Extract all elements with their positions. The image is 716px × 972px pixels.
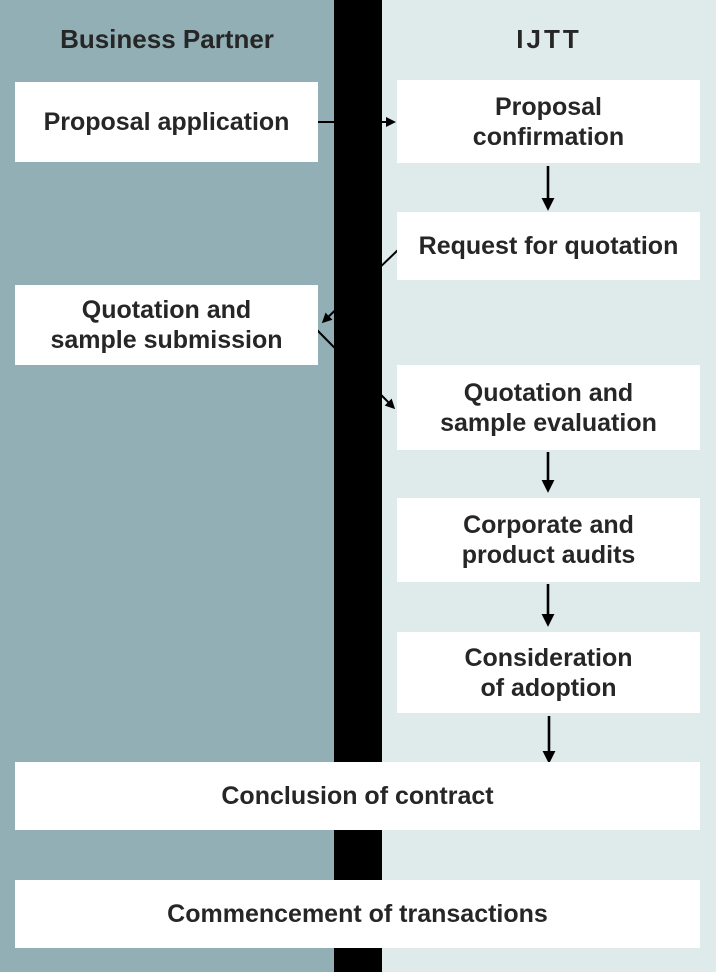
flow-box-label: product audits bbox=[461, 541, 636, 569]
flow-box-label: Consideration bbox=[464, 643, 633, 672]
flow-box-request-for-quotation: Request for quotation bbox=[397, 212, 700, 280]
flow-box-label: of adoption bbox=[480, 673, 617, 702]
flow-box-label: confirmation bbox=[472, 122, 625, 151]
flow-box-label: Quotation and bbox=[463, 378, 634, 407]
flow-box-label: sample submission bbox=[50, 326, 283, 354]
flow-box-quotation-sample-evaluation: Quotation and sample evaluation bbox=[397, 365, 700, 450]
flow-box-commencement-of-transactions: Commencement of transactions bbox=[15, 880, 700, 948]
lane-header-business-partner: Business Partner bbox=[60, 23, 274, 54]
flow-box-conclusion-of-contract: Conclusion of contract bbox=[15, 762, 700, 830]
flow-box-label: Corporate and bbox=[463, 511, 634, 539]
flow-box-label: Conclusion of contract bbox=[221, 782, 494, 810]
flow-box-label: Commencement of transactions bbox=[167, 900, 548, 928]
flow-box-label: Request for quotation bbox=[418, 232, 679, 260]
flow-box-proposal-application: Proposal application bbox=[15, 82, 318, 162]
flow-box-quotation-sample-submission: Quotation and sample submission bbox=[15, 285, 318, 365]
lane-header-ijtt: IJTT bbox=[516, 23, 582, 54]
flow-box-label: Proposal application bbox=[43, 108, 290, 136]
flow-box-label: sample evaluation bbox=[440, 408, 657, 437]
flow-box-label: Quotation and bbox=[81, 296, 252, 324]
flow-box-proposal-confirmation: Proposal confirmation bbox=[397, 80, 700, 163]
flow-box-label: Proposal bbox=[495, 92, 602, 121]
flow-box-corporate-product-audits: Corporate and product audits bbox=[397, 498, 700, 582]
flow-box-consideration-of-adoption: Consideration of adoption bbox=[397, 632, 700, 713]
